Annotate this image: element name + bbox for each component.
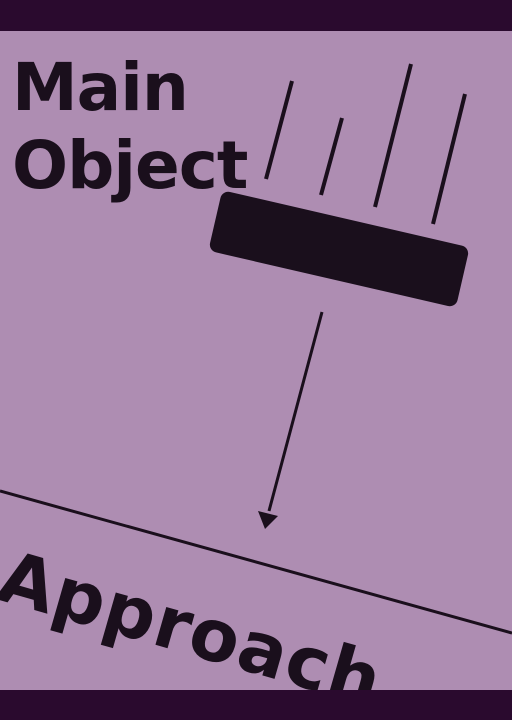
top-band — [0, 0, 512, 31]
speed-lines-icon — [264, 63, 467, 225]
ground-line — [0, 489, 512, 635]
falling-block-icon — [209, 191, 469, 307]
poster-panel: Main Object Approach — [0, 31, 512, 690]
title: Main Object — [12, 49, 248, 204]
illustration — [0, 63, 512, 635]
down-arrow-icon — [258, 311, 324, 529]
bottom-band — [0, 690, 512, 720]
